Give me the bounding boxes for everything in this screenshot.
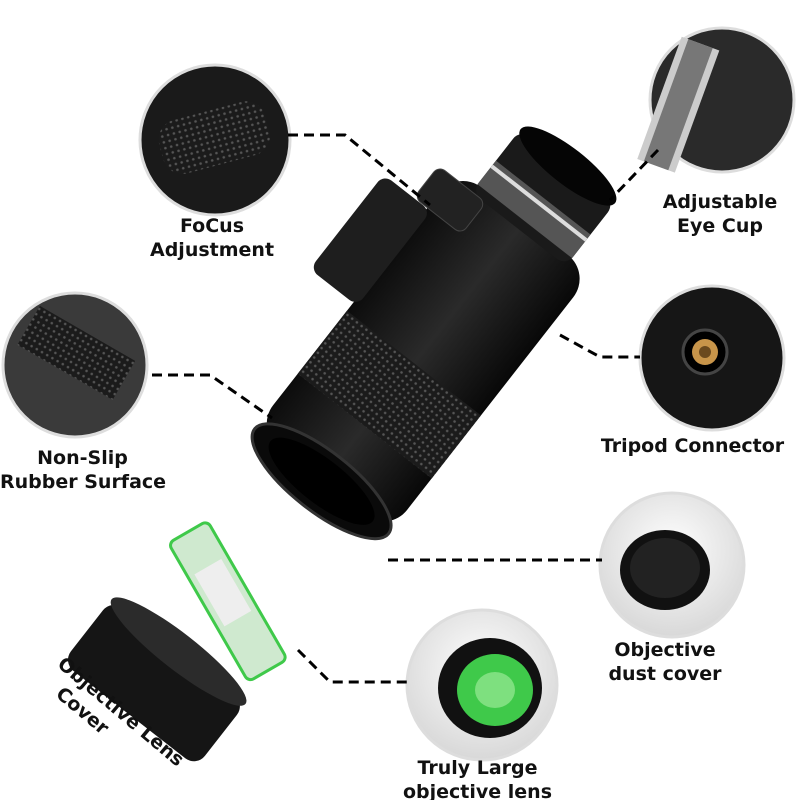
- dust-cover-detail-circle: [598, 491, 746, 639]
- objective-lens-cover: [67, 597, 247, 762]
- large-lens-detail-circle: [405, 608, 559, 762]
- eyecup-detail-circle: [637, 26, 796, 174]
- rubber-detail-circle: [1, 291, 149, 439]
- monocular-body: [250, 126, 617, 541]
- leader-lines: [152, 133, 660, 684]
- focus-detail-circle: [138, 63, 292, 217]
- tripod-detail-circle: [638, 284, 786, 432]
- label-tripod-connector: Tripod Connector: [600, 435, 785, 457]
- cleaning-cloth: [169, 521, 287, 682]
- focus-knob: [416, 168, 484, 232]
